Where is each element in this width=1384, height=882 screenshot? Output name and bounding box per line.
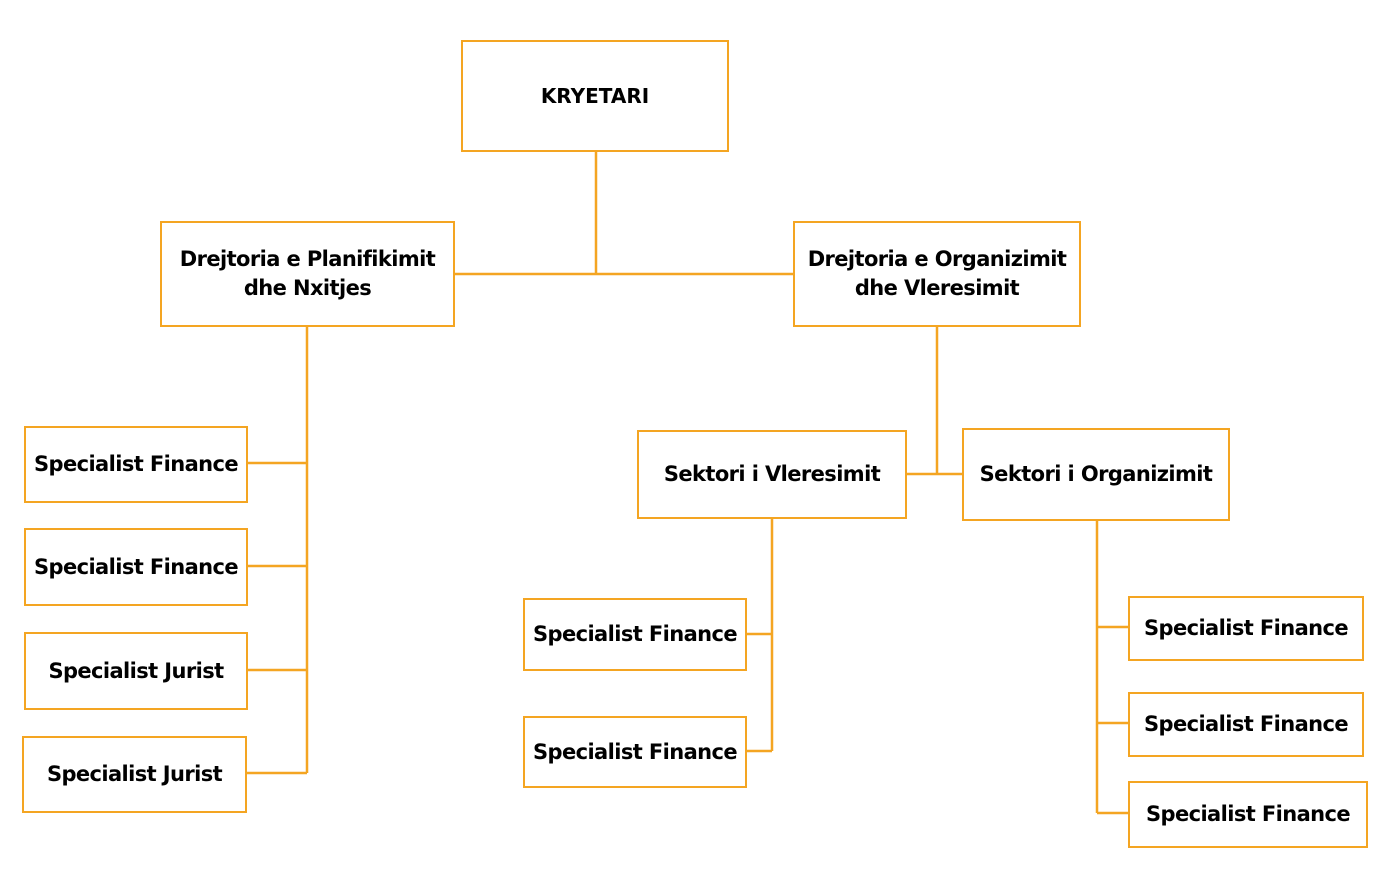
planning-staff-box: Specialist Finance: [24, 528, 248, 606]
organization-staff-box: Specialist Finance: [1128, 781, 1368, 848]
evaluation-staff-box: Specialist Finance: [523, 716, 747, 788]
kryetari-box: KRYETARI: [461, 40, 729, 152]
planning-staff-box: Specialist Jurist: [24, 632, 248, 710]
organization-staff-box: Specialist Finance: [1128, 596, 1364, 661]
planning-directorate-box: Drejtoria e Planifikimit dhe Nxitjes: [160, 221, 455, 327]
organization-sector-box: Sektori i Organizimit: [962, 428, 1230, 521]
evaluation-sector-box: Sektori i Vleresimit: [637, 430, 907, 519]
planning-staff-box: Specialist Finance: [24, 426, 248, 503]
evaluation-staff-box: Specialist Finance: [523, 598, 747, 671]
planning-staff-box: Specialist Jurist: [22, 736, 247, 813]
organization-staff-box: Specialist Finance: [1128, 692, 1364, 757]
organization-directorate-box: Drejtoria e Organizimit dhe Vleresimit: [793, 221, 1081, 327]
